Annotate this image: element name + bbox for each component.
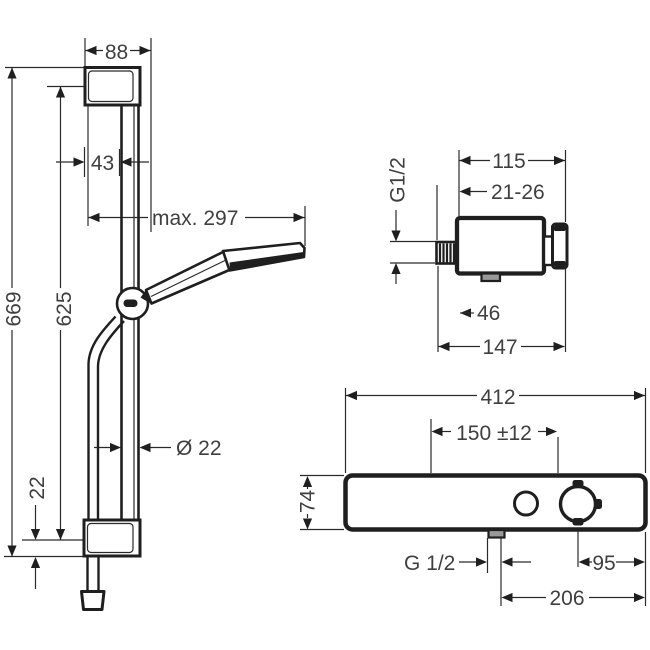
knob-grip-top [572,480,584,487]
dim-outlet-width: 115 [459,150,565,173]
body-height-label: 74 [297,490,320,514]
wall-bracket-bottom [82,518,142,558]
hose-tail [80,556,106,611]
lower-offset-label: 22 [26,476,49,499]
dim-outlet-offset: 46 [460,302,500,325]
outlet-width-label: 115 [492,150,525,173]
holder-offset-label: 43 [91,152,114,175]
dim-lower-offset: 22 [26,476,49,589]
dim-bar-length: 625 [53,86,76,540]
handshower [140,241,306,305]
handshower-handle [144,249,232,305]
thermostat-width-label: 412 [480,386,515,409]
outlet-to-edge-label: 206 [549,587,584,610]
knob-to-edge-label: 95 [592,552,615,575]
dim-holder-width: 88 [85,41,151,64]
bar-diameter-label: Ø 22 [176,437,222,460]
overall-height-label: 669 [3,291,26,326]
thermostat-extension-lines [300,388,647,606]
outlet-body [454,215,547,276]
outlet-unit [435,215,569,283]
outlet-thread-label: G1/2 [387,157,410,203]
thermostat-body [343,473,648,539]
dim-outlet-thread: G1/2 [387,157,410,284]
shower-rail-drawing: 669 625 22 88 [3,38,306,611]
dim-supply-spacing: 150 ±12 [431,422,557,445]
wall-outlet-drawing: 115 21-26 G1/2 [387,150,569,359]
dim-outlet-thread-bottom: G 1/2 [404,552,531,575]
thermostat-drawing: 412 150 ±12 74 [297,386,648,610]
outlet-overall-width-label: 147 [482,336,517,359]
outlet-bottom-port [480,272,502,283]
select-pill [123,299,138,307]
dim-overall-height: 669 [3,67,26,557]
dim-outlet-overall-width: 147 [438,336,565,359]
outlet-offset-label: 46 [477,302,500,325]
bar-length-label: 625 [53,291,76,326]
wall-bracket-top [83,66,142,107]
shower-hose [87,315,125,520]
dim-body-height: 74 [297,476,320,530]
spray-face [229,252,304,271]
hose-outlet-port [487,528,506,539]
nipple-threads [438,243,456,263]
knob-grip-bottom [572,518,584,526]
outlet-thread-bottom-label: G 1/2 [404,552,455,575]
knob-grip-right [594,499,602,509]
dim-thermostat-width: 412 [346,386,645,409]
dim-outlet-to-edge: 206 [501,587,645,610]
temperature-knob [558,484,598,524]
outlet-extension-lines [390,150,567,352]
dim-wall-distance: 21-26 [459,181,545,204]
handshower-reach-label: max. 297 [152,207,238,230]
select-button [513,490,539,517]
dim-bar-diameter: Ø 22 [94,437,222,460]
wall-distance-label: 21-26 [491,181,545,204]
dim-holder-offset: 43 [56,152,149,175]
holder-width-label: 88 [105,41,128,64]
extension-lines [4,38,306,558]
dim-knob-to-edge: 95 [578,552,645,575]
outlet-cap [551,222,569,270]
supply-spacing-label: 150 ±12 [456,422,532,445]
